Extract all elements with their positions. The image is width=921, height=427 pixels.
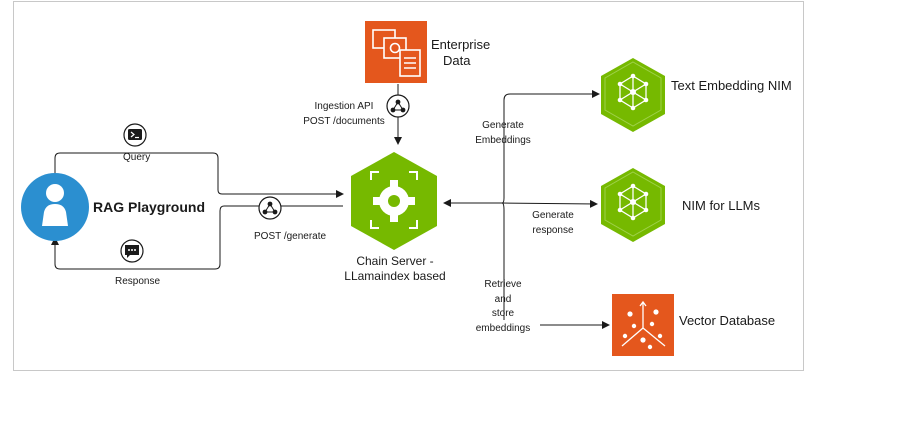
text-embedding-nim-icon: [601, 58, 665, 132]
enterprise-data-icon: [365, 21, 427, 83]
user-avatar-icon: [21, 173, 89, 241]
ingestion-label: Ingestion API POST /documents: [302, 99, 386, 129]
chain-server-label: Chain Server - LLamaindex based: [336, 254, 454, 284]
retrieve-arrow: [501, 202, 505, 320]
generate-response-label: Generate response: [518, 208, 588, 238]
enterprise-data-label: Enterprise Data: [431, 37, 490, 69]
chain-server-line-2: LLamaindex based: [344, 269, 446, 283]
ingestion-line-2: POST /documents: [303, 116, 385, 127]
query-arrow: [54, 152, 344, 198]
generate-embeddings-line-2: Embeddings: [475, 135, 531, 146]
connectors: [51, 84, 610, 329]
retrieve-line-2: and: [494, 293, 512, 305]
generate-embeddings-line-1: Generate: [482, 120, 524, 131]
response-label: Response: [115, 276, 161, 287]
generate-response-arrow: [501, 199, 598, 208]
post-generate-label: POST /generate: [254, 231, 327, 242]
generate-response-line-1: Generate: [532, 210, 574, 221]
nim-for-llms-icon: [601, 168, 665, 242]
response-arrow: [51, 205, 343, 270]
retrieve-line-4: embeddings: [475, 322, 531, 334]
chat-icon: [120, 239, 144, 263]
nim-for-llms-label: NIM for LLMs: [682, 198, 761, 213]
api-icon: [386, 94, 410, 118]
chain-server-line-1: Chain Server -: [356, 254, 434, 268]
embeddings-arrow: [501, 90, 600, 204]
enterprise-data-line-1: Enterprise: [431, 37, 491, 52]
enterprise-data-line-2: Data: [443, 53, 471, 68]
api-icon: [258, 196, 282, 220]
ingestion-line-1: Ingestion API: [314, 101, 374, 112]
chain-server-gear-icon: [351, 152, 437, 250]
query-label: Query: [123, 152, 151, 163]
retrieve-line-1: Retrieve: [484, 279, 522, 290]
retrieve-store-label: Retrieve and store embeddings: [468, 278, 538, 336]
generate-embeddings-label: Generate Embeddings: [468, 118, 538, 148]
vector-database-icon: [612, 294, 674, 356]
retrieve-line-3: store: [491, 308, 515, 319]
rag-playground-label: RAG Playground: [93, 199, 206, 215]
vector-database-label: Vector Database: [679, 313, 776, 328]
generate-response-line-2: response: [532, 225, 574, 236]
terminal-icon: [123, 123, 147, 147]
text-embedding-nim-label: Text Embedding NIM: [671, 78, 792, 93]
